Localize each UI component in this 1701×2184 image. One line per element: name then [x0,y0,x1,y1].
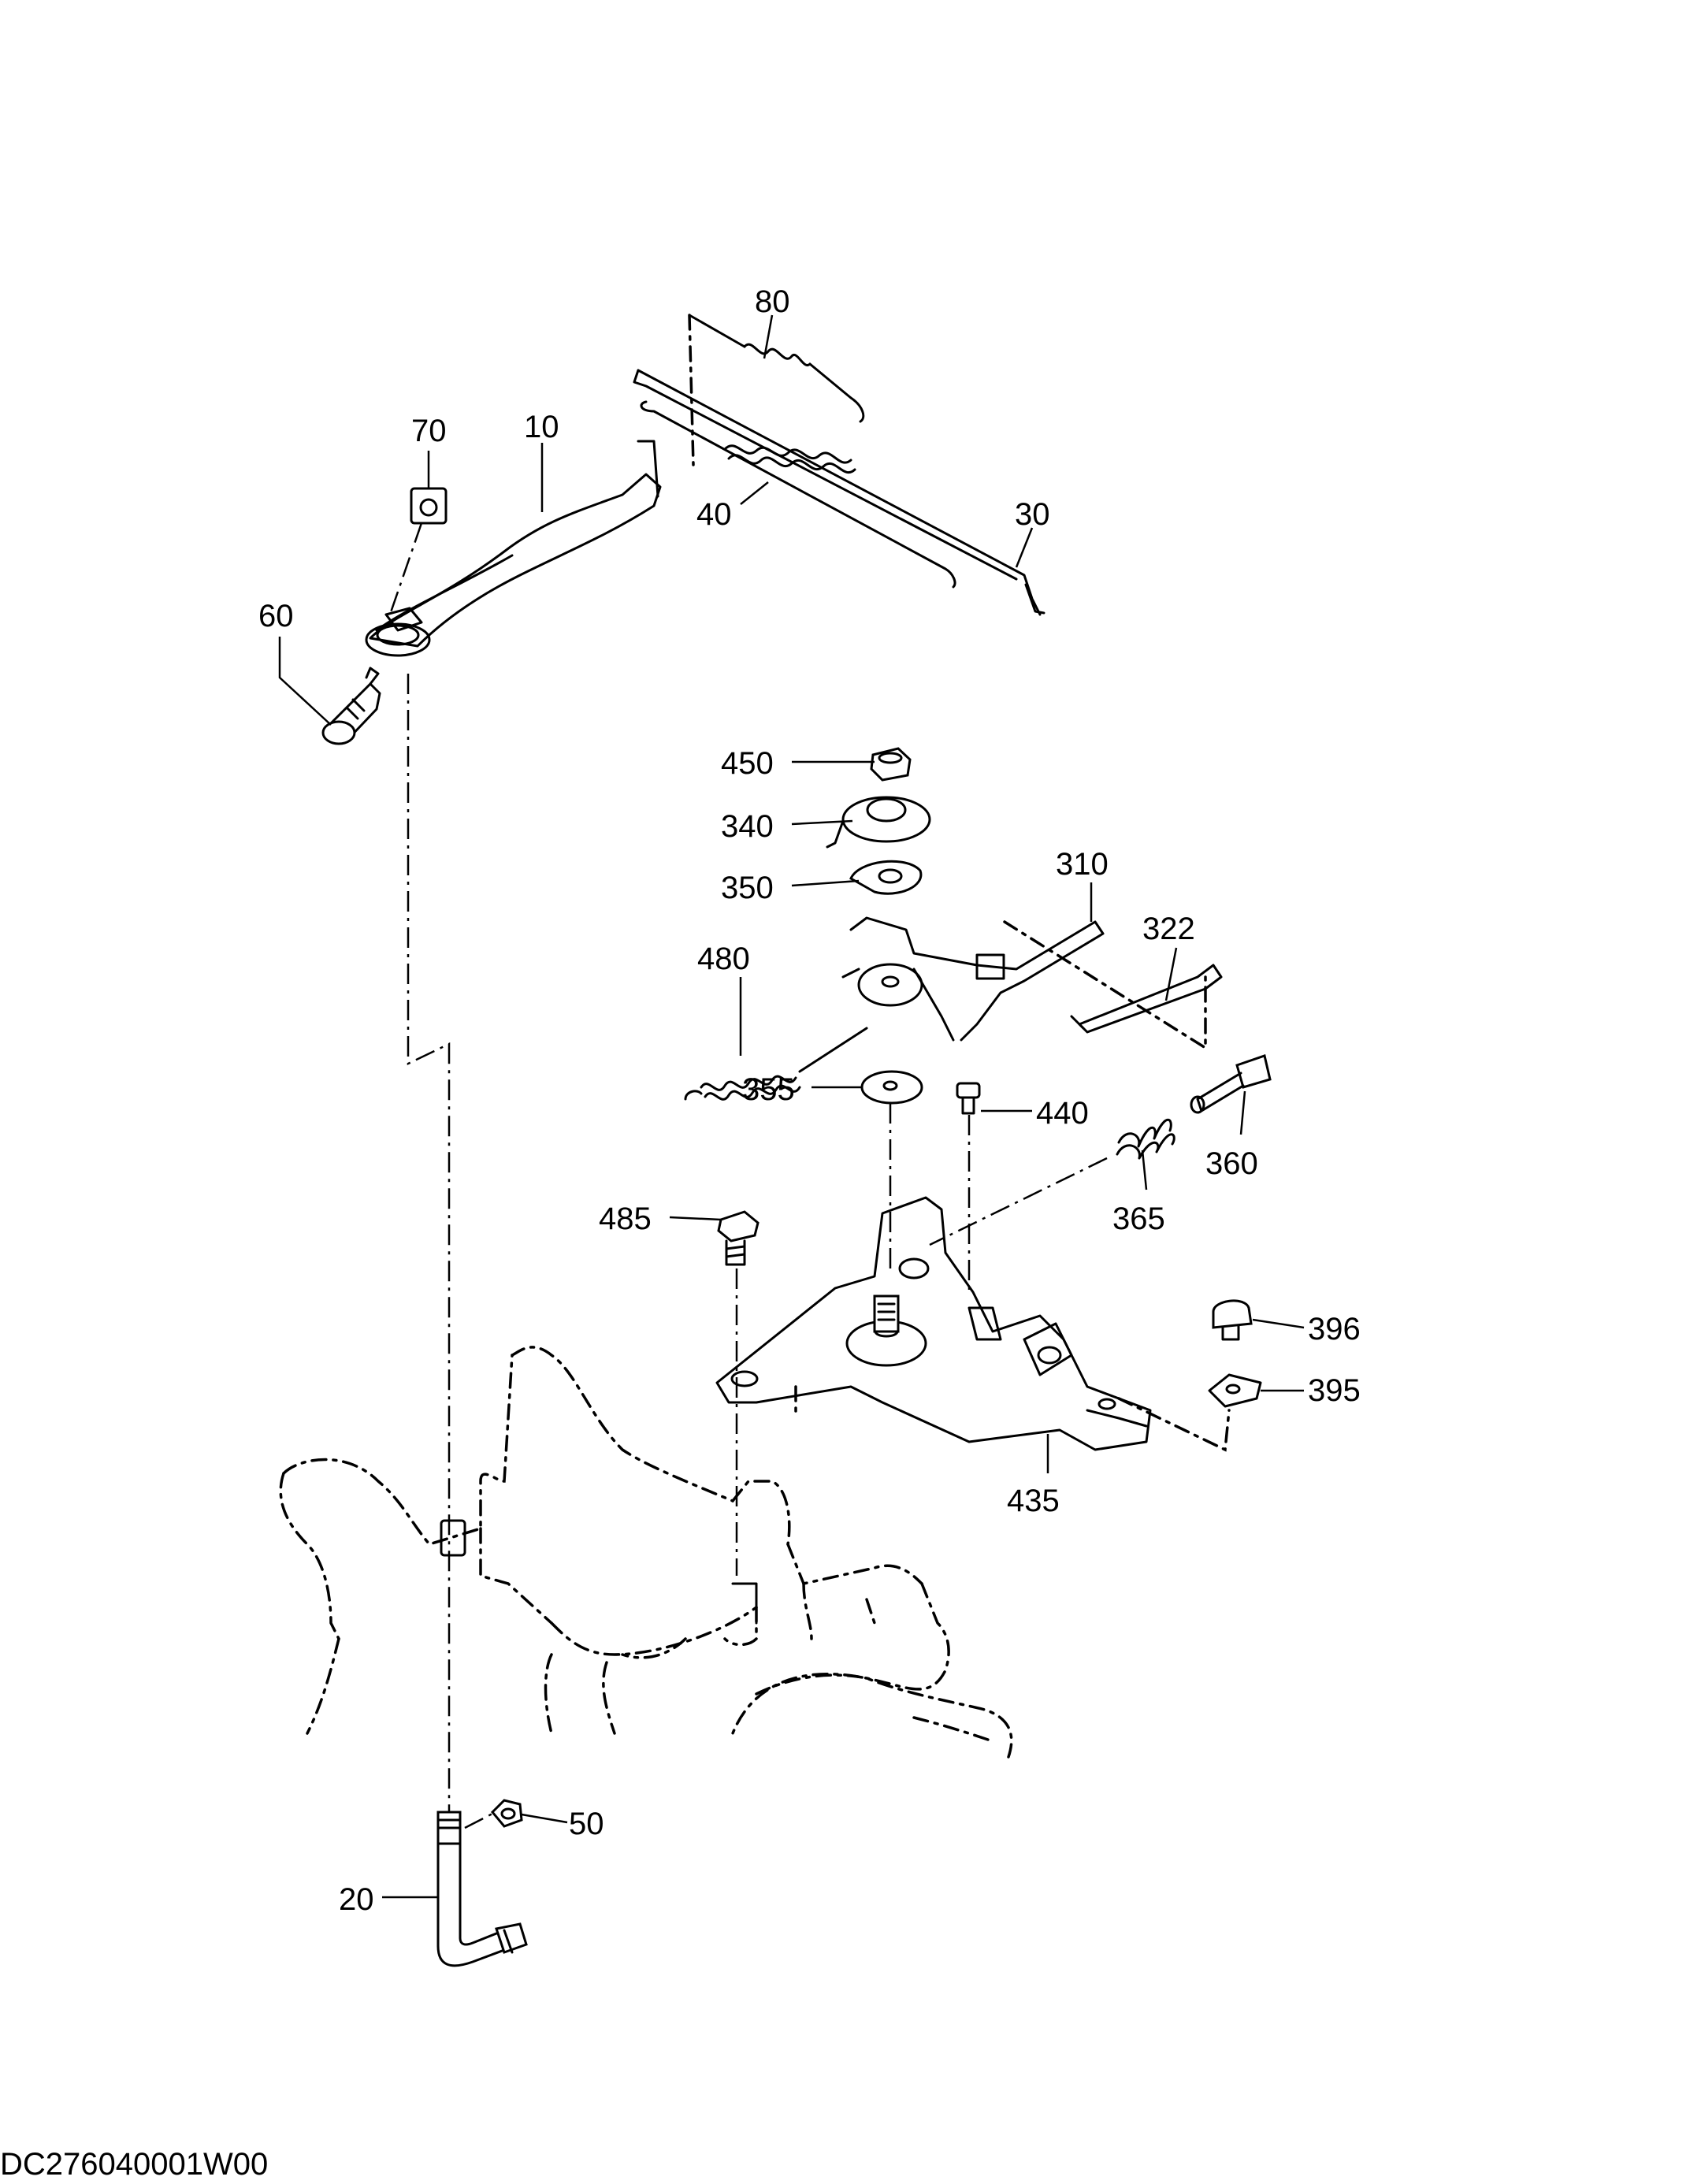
base-plate-435 [715,1196,1152,1451]
pad-60 [321,667,381,745]
spring-80 [688,314,865,423]
dashed-ref-395 [1117,1397,1231,1452]
callout-10: 10 [524,410,559,444]
callout-350: 350 [721,871,774,905]
callout-365: 365 [1112,1202,1165,1236]
callout-30: 30 [1015,497,1050,532]
drawing-code: DC276040001W00 [0,2147,268,2182]
callout-450: 450 [721,746,774,781]
spring-40 [723,444,856,474]
leader-lines [278,314,1305,1899]
lever-310 [841,916,1105,1042]
washer-355 [860,1070,923,1105]
plate-350 [849,860,923,895]
callout-395: 395 [1308,1373,1361,1408]
bolt-360 [1190,1054,1272,1114]
bolt-396 [1212,1299,1253,1341]
callout-70: 70 [411,414,447,448]
pedal-arm-10 [365,440,662,657]
callout-480: 480 [697,942,750,976]
callout-40: 40 [696,497,732,532]
dashed-ref-310 [1003,920,1207,1051]
callout-340: 340 [721,809,774,844]
clip-395 [1208,1373,1262,1408]
centerline-365 [929,1157,1108,1246]
callout-485: 485 [599,1202,652,1236]
clip-50 [464,1799,523,1829]
nut-450 [870,747,912,782]
centerline-pedal [407,674,451,1820]
callout-435: 435 [1007,1484,1060,1518]
callout-355: 355 [742,1072,795,1107]
callout-60: 60 [258,599,294,633]
callout-440: 440 [1036,1096,1089,1131]
callout-322: 322 [1142,912,1195,946]
callout-310: 310 [1056,847,1109,882]
bolt-485 [717,1210,760,1266]
callout-labels: 80 70 10 40 30 60 450 340 350 310 322 48… [258,284,1361,1917]
callout-360: 360 [1205,1146,1258,1181]
callout-80: 80 [755,284,790,319]
callout-396: 396 [1308,1312,1361,1346]
pedal-20 [436,1811,528,1967]
housing-phantom-outline [279,1346,1013,1759]
spring-480 [684,1027,868,1101]
rod-30 [633,369,1045,616]
callout-20: 20 [339,1882,374,1917]
spring-365 [1116,1118,1175,1160]
callout-50: 50 [569,1807,604,1841]
dashed-ref-rod [688,314,695,466]
cam-340 [826,796,931,849]
bolt-440 [956,1082,981,1115]
rod-322 [1070,964,1223,1034]
